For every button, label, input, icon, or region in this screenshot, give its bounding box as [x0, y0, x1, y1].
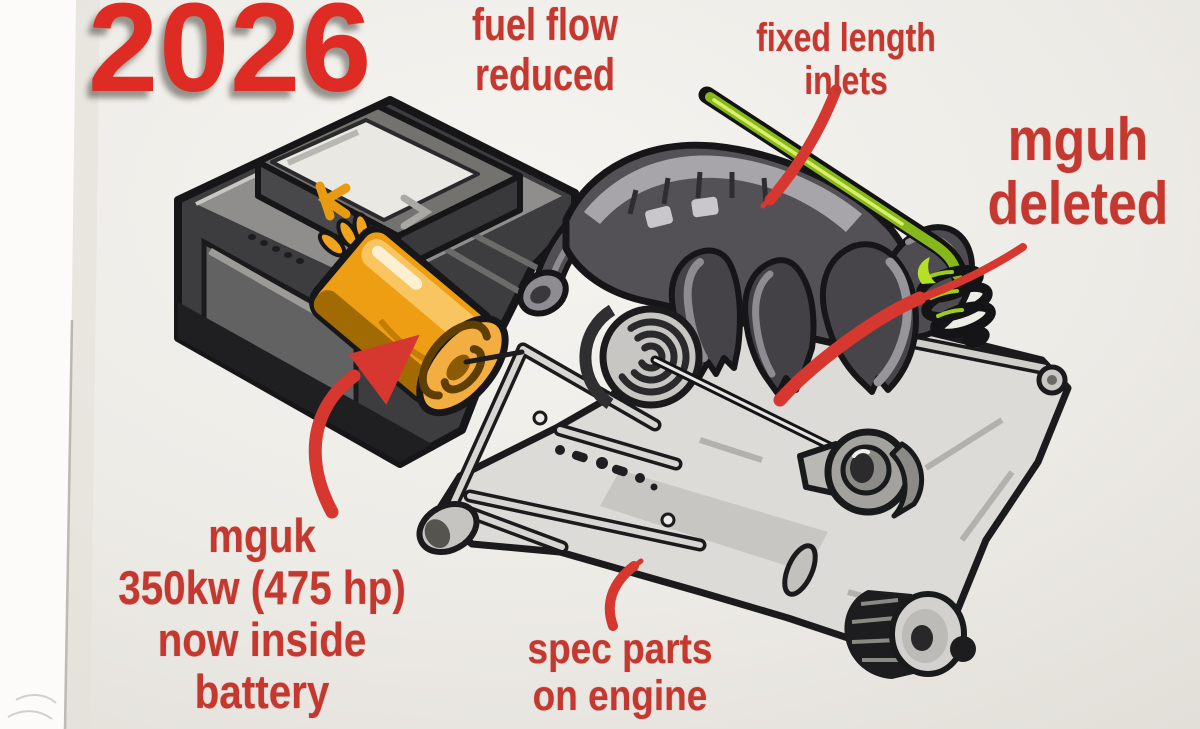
- mguk-motor-drawing: [309, 212, 525, 417]
- bolt-hole-band: [555, 445, 658, 491]
- annotation-fuel-flow: fuel flow reduced: [472, 0, 618, 100]
- annotation-arrows: [308, 84, 1027, 631]
- annotation-mguh-line1: mguh: [1007, 106, 1149, 173]
- annotation-mguh-deleted: mguh deleted: [988, 108, 1169, 236]
- arrow-mguh-lower: [773, 291, 927, 407]
- annotation-mguk-line4: battery: [194, 665, 330, 718]
- annotation-mguk-line2: 350kw (475 hp): [118, 561, 406, 614]
- engine-front-details: [579, 304, 976, 679]
- knob-drawing: [844, 590, 976, 679]
- annotation-fixed-inlets-line1: fixed length: [756, 16, 936, 60]
- annotation-mguh-line2: deleted: [987, 170, 1169, 237]
- arrow-spec-parts-tip: [624, 558, 644, 575]
- battery-vent-dots: [248, 234, 304, 264]
- arrow-to-mguk-head: [348, 334, 420, 405]
- arrow-mguh-upper: [912, 243, 1027, 304]
- annotation-fuel-flow-line1: fuel flow: [472, 0, 618, 50]
- annotation-fuel-flow-line2: reduced: [474, 49, 616, 100]
- year-label: 2026: [88, 0, 373, 118]
- annotation-spec-parts-line1: spec parts: [527, 625, 713, 673]
- battery-chevron-mark: [400, 194, 433, 230]
- motor-shaft: [463, 349, 525, 365]
- pipe-end-ring: [517, 269, 569, 317]
- engine-mount-lug: [782, 543, 818, 597]
- arrow-to-inlets-tip: [760, 186, 782, 209]
- annotation-mguk-battery: mguk 350kw (475 hp) now inside battery: [118, 510, 406, 718]
- subframe-tubes: [416, 342, 707, 555]
- annotation-mguk-line3: now inside: [157, 613, 367, 666]
- annotation-mguk-line1: mguk: [208, 509, 316, 562]
- arrow-to-mguk-tail: [308, 369, 361, 519]
- annotation-spec-parts-line2: on engine: [532, 672, 708, 720]
- page-left-edge: [0, 0, 100, 729]
- battery-k-logo: [315, 181, 351, 221]
- turbo-drawing: [797, 428, 925, 519]
- annotation-fixed-inlets-line2: inlets: [804, 59, 888, 103]
- annotation-fixed-inlets: fixed length inlets: [756, 17, 936, 103]
- annotation-spec-parts: spec parts on engine: [528, 626, 713, 720]
